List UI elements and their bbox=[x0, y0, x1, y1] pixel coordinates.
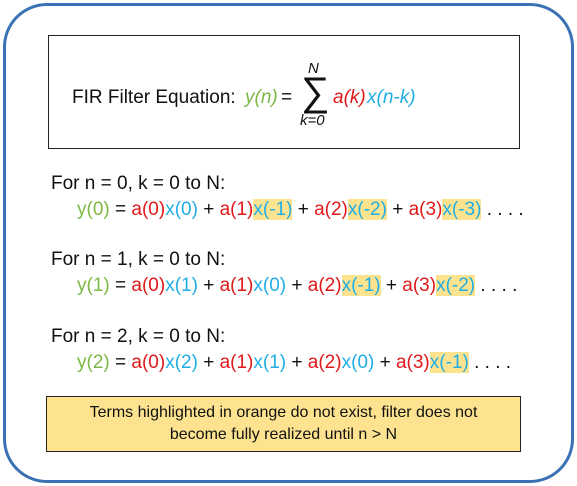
term-input-nonexistent: x(-1) bbox=[253, 199, 293, 220]
plus-sign: + bbox=[380, 275, 403, 296]
case-1-line: y(1) = a(0)x(1) + a(1)x(0) + a(2)x(-1) +… bbox=[77, 275, 517, 297]
term-input-nonexistent: x(-3) bbox=[442, 199, 482, 220]
term-coefficient: a(1) bbox=[219, 275, 254, 296]
sum-upper-limit: N bbox=[308, 60, 319, 77]
plus-sign: + bbox=[197, 352, 220, 373]
term-coefficient: a(0) bbox=[131, 275, 166, 296]
term-coefficient: a(0) bbox=[131, 352, 166, 373]
case-output: y(2) bbox=[77, 352, 110, 373]
term-input: x(1) bbox=[165, 275, 198, 296]
term-coefficient: a(2) bbox=[314, 199, 348, 220]
plus-sign: + bbox=[374, 352, 396, 373]
term-coefficient: a(3) bbox=[395, 352, 430, 373]
note-box: Terms highlighted in orange do not exist… bbox=[46, 396, 521, 452]
sum-symbol: ∑ bbox=[301, 70, 330, 114]
term-coefficient: a(3) bbox=[408, 199, 443, 220]
term-input-nonexistent: x(-1) bbox=[341, 275, 381, 296]
equation-equals: = bbox=[281, 87, 293, 108]
plus-sign: + bbox=[197, 275, 220, 296]
plus-sign: + bbox=[292, 199, 315, 220]
equals-sign: = bbox=[109, 275, 132, 296]
equation-label: FIR Filter Equation: bbox=[72, 87, 236, 108]
term-input-nonexistent: x(-1) bbox=[429, 352, 469, 373]
term-input: x(0) bbox=[165, 199, 198, 220]
ellipsis: . . . . bbox=[475, 275, 518, 296]
term-coefficient: a(0) bbox=[131, 199, 166, 220]
plus-sign: + bbox=[286, 275, 308, 296]
term-coefficient: a(2) bbox=[307, 275, 342, 296]
term-coefficient: a(1) bbox=[219, 352, 254, 373]
equals-sign: = bbox=[109, 199, 132, 220]
term-coefficient: a(3) bbox=[402, 275, 437, 296]
note-line-1: Terms highlighted in orange do not exist… bbox=[89, 404, 478, 421]
plus-sign: + bbox=[386, 199, 409, 220]
term-input: x(0) bbox=[253, 275, 287, 296]
equation-input: x(n-k) bbox=[367, 87, 416, 108]
sum-lower-limit: k=0 bbox=[300, 112, 325, 129]
case-output: y(0) bbox=[77, 199, 110, 220]
term-input: x(1) bbox=[253, 352, 287, 373]
ellipsis: . . . . bbox=[468, 352, 512, 373]
case-2-heading: For n = 2, k = 0 to N: bbox=[51, 326, 226, 347]
term-input: x(0) bbox=[341, 352, 375, 373]
term-input-nonexistent: x(-2) bbox=[436, 275, 476, 296]
case-0-heading: For n = 0, k = 0 to N: bbox=[51, 173, 226, 194]
term-input-nonexistent: x(-2) bbox=[347, 199, 387, 220]
case-2-line: y(2) = a(0)x(2) + a(1)x(1) + a(2)x(0) + … bbox=[77, 352, 511, 374]
case-0-line: y(0) = a(0)x(0) + a(1)x(-1) + a(2)x(-2) … bbox=[77, 199, 524, 221]
plus-sign: + bbox=[197, 199, 220, 220]
equation-coefficient: a(k) bbox=[333, 87, 366, 108]
equation-output: y(n) bbox=[245, 87, 278, 108]
note-line-2: become fully realized until n > N bbox=[169, 426, 398, 443]
term-coefficient: a(1) bbox=[219, 199, 254, 220]
equals-sign: = bbox=[109, 352, 132, 373]
equation-box: FIR Filter Equation: y(n) = N ∑ k=0 a(k)… bbox=[48, 35, 520, 149]
case-output: y(1) bbox=[77, 275, 110, 296]
ellipsis: . . . . bbox=[481, 199, 524, 220]
case-1-heading: For n = 1, k = 0 to N: bbox=[51, 249, 226, 270]
plus-sign: + bbox=[286, 352, 308, 373]
term-coefficient: a(2) bbox=[307, 352, 342, 373]
term-input: x(2) bbox=[165, 352, 198, 373]
